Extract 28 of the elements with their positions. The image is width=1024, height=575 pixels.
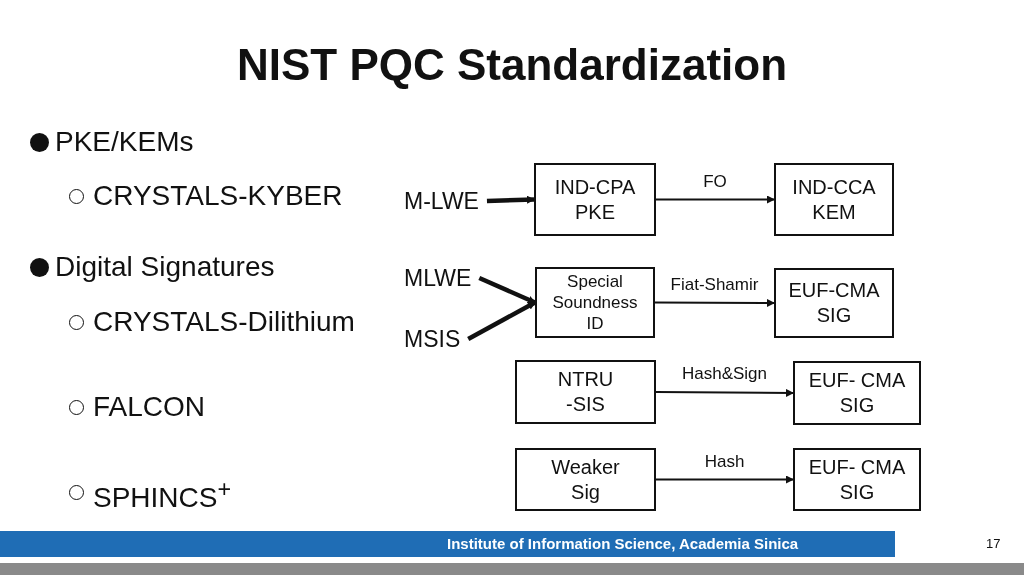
process-box: IND-CCA KEM [774, 163, 894, 236]
node-label: MSIS [404, 324, 474, 354]
process-box: IND-CPA PKE [534, 163, 656, 236]
arrow [655, 195, 775, 204]
arrow [655, 475, 794, 484]
footer-text: Institute of Information Science, Academia Sinica [447, 535, 799, 552]
process-box: NTRU -SIS [515, 360, 656, 424]
bullet-text: SPHINCS$^{+}$ [93, 478, 232, 513]
edge-label: Hash&Sign [680, 364, 769, 384]
process-box: Weaker Sig [515, 448, 656, 511]
arrow [467, 300, 537, 341]
bullet-text: CRYSTALS-Dilithium [93, 308, 355, 336]
process-box: EUF-CMA SIG [774, 268, 894, 338]
bullet-text: FALCON [93, 393, 206, 421]
process-box: EUF- CMA SIG [793, 361, 921, 425]
node-label: M-LWE [404, 186, 494, 216]
process-box: EUF- CMA SIG [793, 448, 921, 511]
arrow [478, 275, 536, 305]
process-box: Special Soundness ID [535, 267, 655, 338]
arrow [654, 298, 775, 307]
page-number: 17 [986, 536, 1001, 551]
slide-title: NIST PQC Standardization [235, 40, 788, 90]
arrow [486, 195, 535, 204]
node-label: MLWE [404, 263, 484, 293]
bullet-text: CRYSTALS-KYBER [93, 182, 343, 210]
bullet-text: Digital Signatures [55, 253, 275, 281]
arrow [655, 388, 794, 397]
bullet-text: PKE/KEMs [55, 128, 194, 156]
